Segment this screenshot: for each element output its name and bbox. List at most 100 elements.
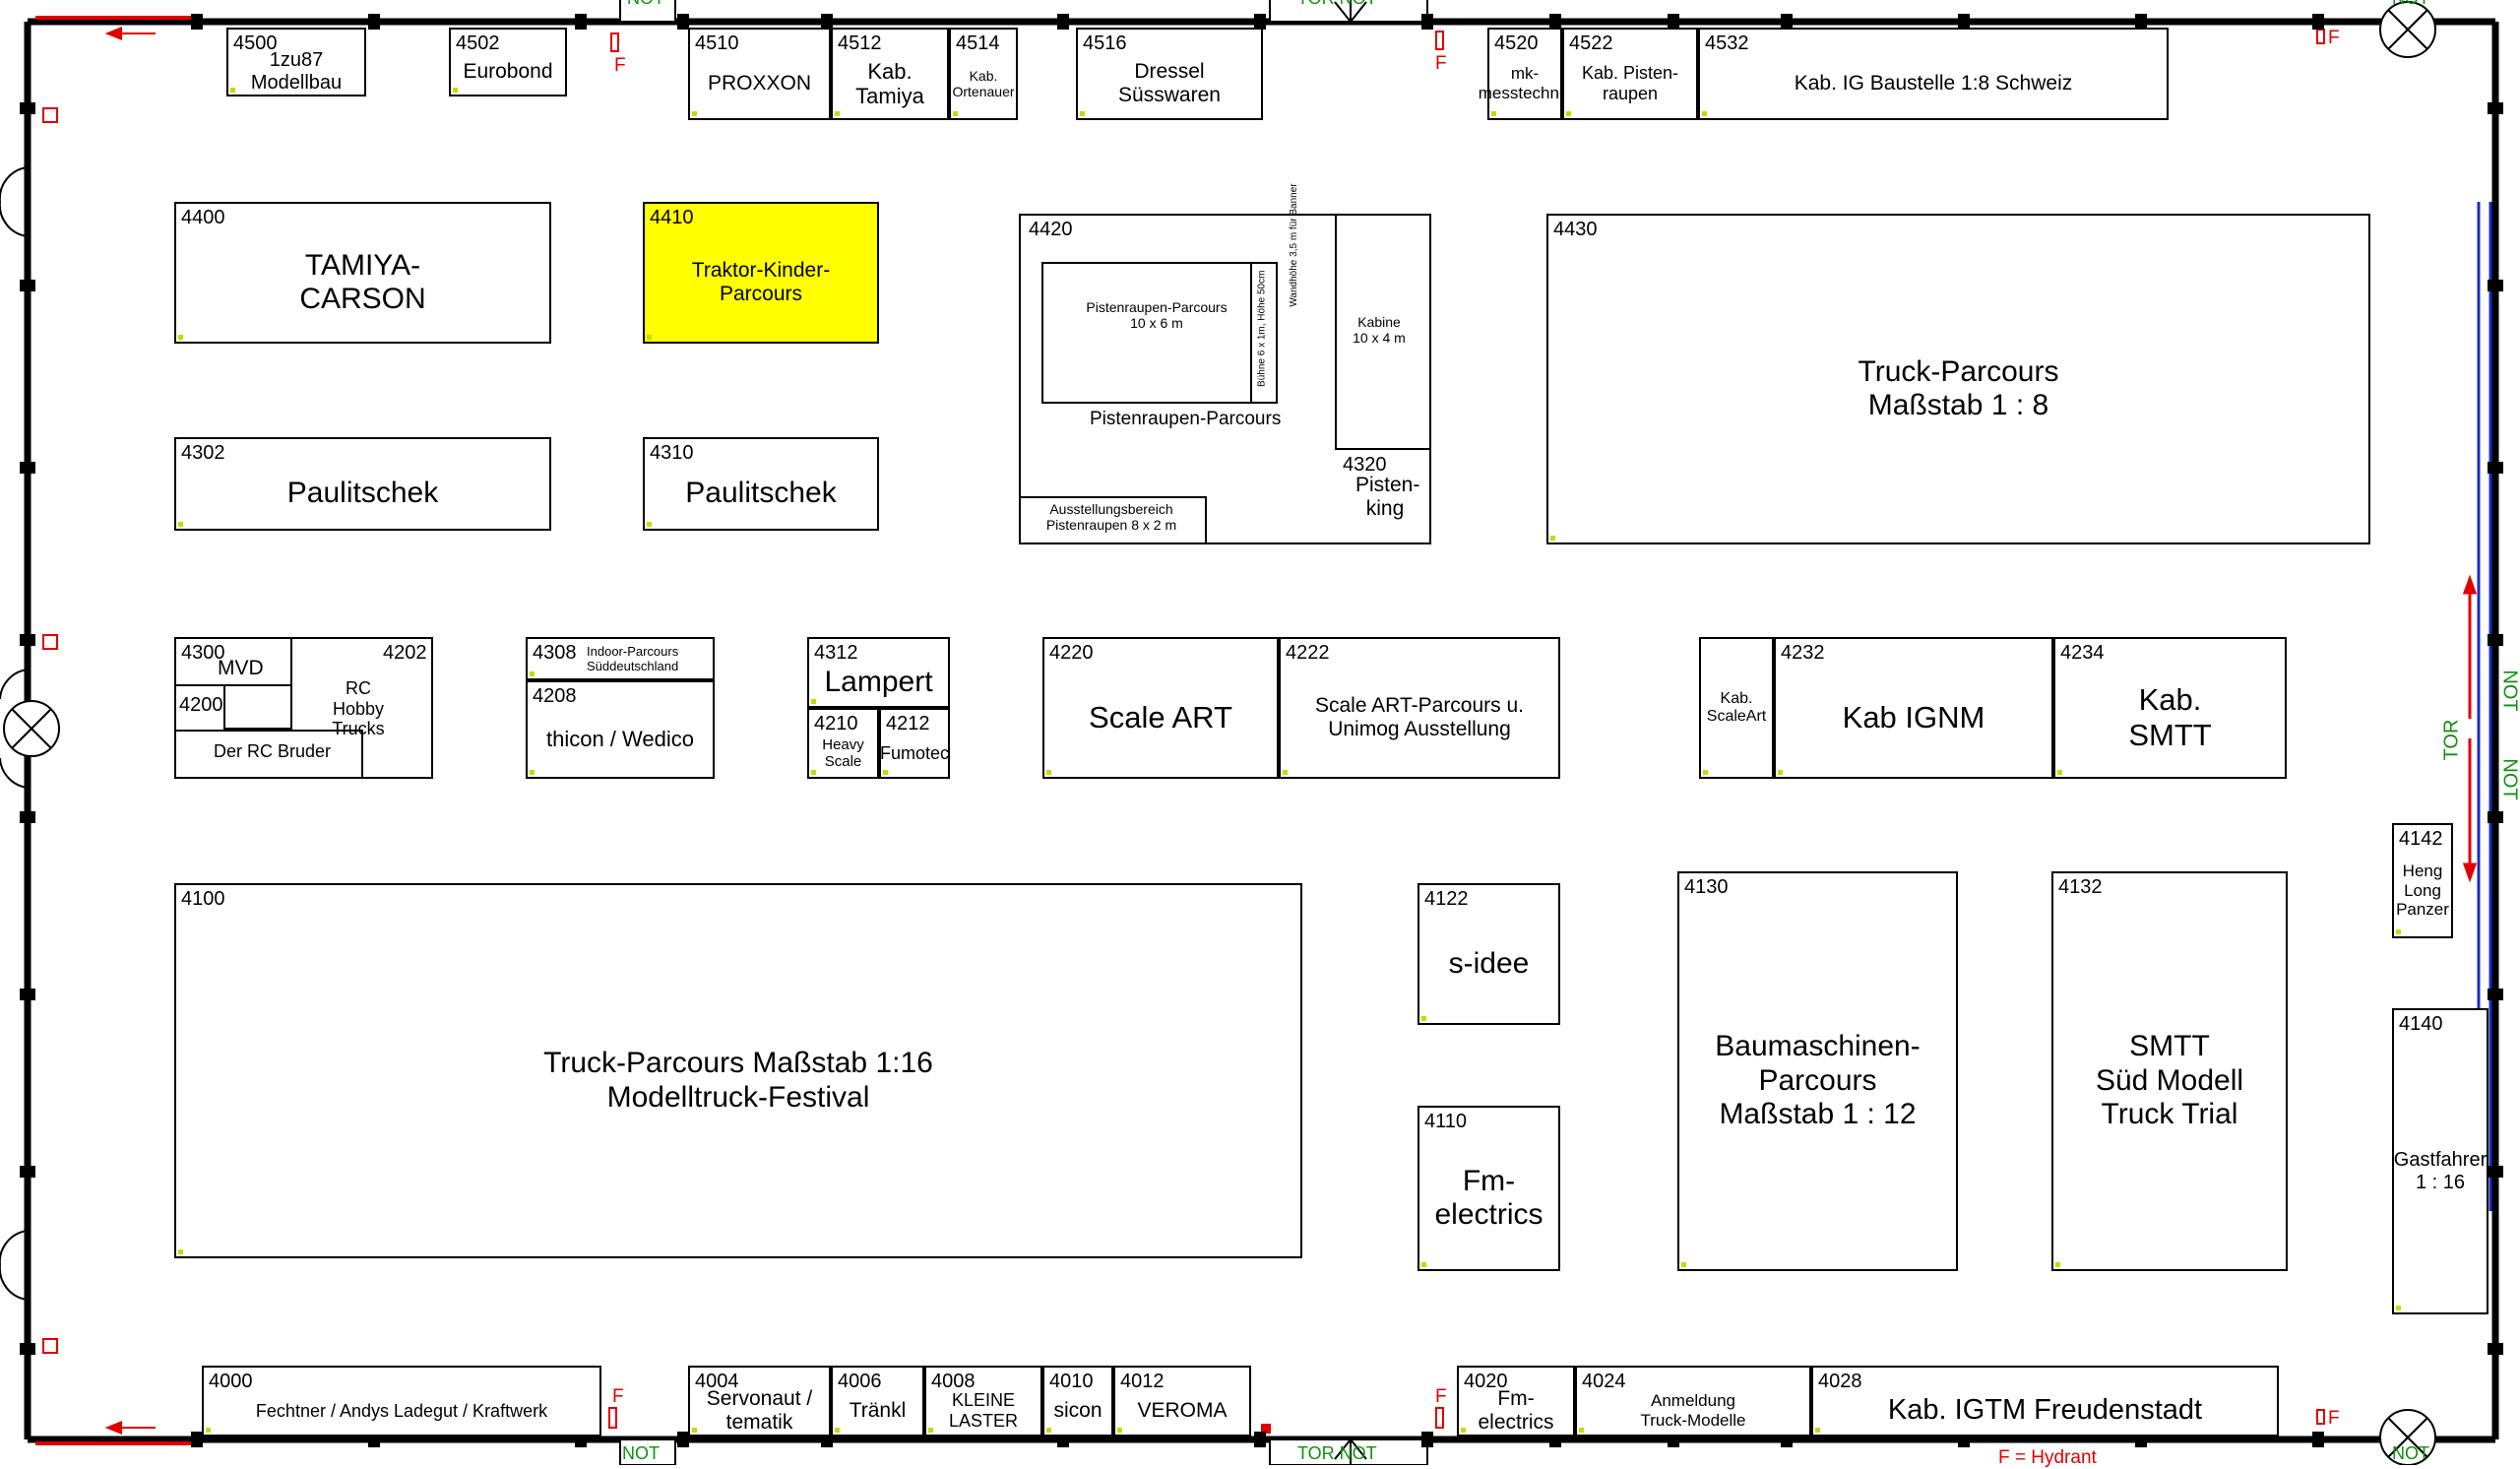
booth-number: 4310 [650, 442, 694, 464]
ausstellung-box: Ausstellungsbereich Pistenraupen 8 x 2 m [1019, 496, 1207, 544]
booth-corner-marker [928, 1428, 933, 1433]
booth-number: 4516 [1083, 32, 1127, 54]
booth-corner-marker [835, 1428, 840, 1433]
booth-corner-marker [811, 770, 816, 775]
wall-post [1549, 14, 1561, 30]
booth-corner-marker [1703, 770, 1708, 775]
wall-post [1781, 14, 1793, 30]
booth-number: 4010 [1049, 1371, 1094, 1392]
booth-4200-number: 4200 [179, 694, 223, 716]
area-4420[interactable]: 4420 Pistenraupen-Parcours 10 x 6 m Bühn… [1019, 183, 1431, 544]
booth-number: 4028 [1818, 1371, 1862, 1392]
booth-kab-21[interactable]: Kab. ScaleArt [1699, 637, 1774, 779]
booth-corner-marker [230, 88, 235, 93]
booth-4010[interactable]: 4010 sicon [1042, 1366, 1113, 1437]
pistenraupen-inner-parcours: Pistenraupen-Parcours 10 x 6 m Bühne 6 x… [1041, 262, 1278, 404]
booth-group-4300[interactable]: 4300 MVD 4202 RC Hobby Trucks 4200 Der R… [174, 637, 433, 779]
booth-corner-marker [647, 335, 652, 340]
exit-arrows [35, 16, 202, 1445]
booth-corner-marker [647, 522, 652, 527]
booth-corner-marker [835, 111, 840, 116]
booth-corner-marker [1421, 1262, 1426, 1267]
booth-name: VEROMA [1137, 1398, 1228, 1422]
wall-post [1958, 14, 1970, 30]
buehne-strip: Bühne 6 x 1m, Höhe 50cm [1250, 264, 1276, 402]
booth-4202-number: 4202 [383, 642, 427, 664]
hydrant-f-label-4: F [612, 1386, 624, 1407]
booth-number: 4308 [533, 642, 577, 664]
hydrant-markers [608, 29, 2325, 1429]
booth-name: Gastfahrer 1 : 16 [2393, 1148, 2488, 1193]
wall-post [677, 14, 689, 30]
wall-post [1254, 14, 1266, 30]
wall-post [1421, 1432, 1433, 1447]
not-label-top-right: NOT [2392, 0, 2429, 9]
booth-name: Dressel Süsswaren [1118, 59, 1221, 106]
wall-post [191, 1432, 203, 1447]
booth-number: 4512 [838, 32, 882, 54]
booth-number: 4510 [695, 32, 739, 54]
not-label-top-left: NOT [627, 0, 664, 9]
tor-not-label-top: TOR NOT [1297, 0, 1377, 9]
booth-name: Paulitschek [685, 477, 837, 510]
red-square-marker [1261, 1424, 1271, 1434]
booth-corner-marker [1421, 1016, 1426, 1021]
tor-not-label-bottom: TOR NOT [1297, 1443, 1377, 1463]
booth-corner-marker [2396, 1306, 2401, 1310]
kabine-label: Kabine 10 x 4 m [1353, 314, 1406, 347]
booth-name: Scale ART-Parcours u. Unimog Ausstellung [1314, 693, 1525, 740]
booth-name: Truck-Parcours Maßstab 1:16 Modelltruck-… [543, 1047, 933, 1114]
booth-corner-marker [1283, 770, 1288, 775]
booth-number: 4302 [181, 442, 225, 464]
booth-name: Traktor-Kinder- Parcours [691, 258, 831, 305]
booth-corner-marker [692, 111, 697, 116]
booth-name: sicon [1053, 1398, 1102, 1422]
wall-post [2488, 989, 2503, 1000]
booth-4308-label: Indoor-Parcours Süddeutschland [587, 644, 679, 673]
booth-name: SMTT Süd Modell Truck Trial [2095, 1030, 2244, 1131]
emergency-doors [619, 0, 1428, 1465]
booth-corner-marker [1681, 1262, 1686, 1267]
booth-name: Kab. IGTM Freudenstadt [1887, 1394, 2203, 1427]
wall-post [2488, 462, 2503, 474]
booth-4308[interactable]: 4308 [526, 637, 715, 680]
wall-post [677, 1432, 689, 1447]
